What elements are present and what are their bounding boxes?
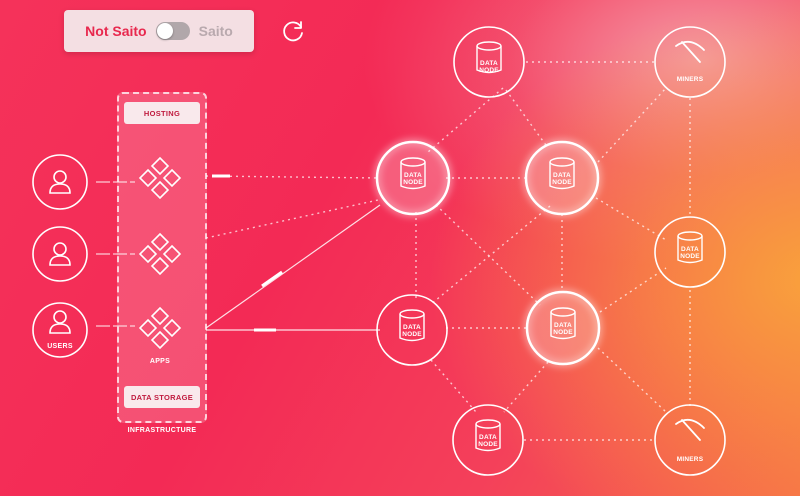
pickaxe-icon	[675, 418, 705, 441]
data-storage-pill: DATA STORAGE	[124, 386, 200, 408]
infrastructure-caption: INFRASTRUCTURE	[127, 427, 197, 434]
miner-node-bottom	[654, 404, 726, 476]
reload-icon[interactable]	[281, 18, 307, 44]
saito-option[interactable]: Saito	[198, 23, 233, 39]
app-links	[205, 174, 381, 332]
user-node-3	[32, 302, 88, 358]
data-node-left	[376, 294, 448, 366]
pickaxe-icon	[675, 40, 705, 63]
database-icon	[476, 41, 502, 74]
saito-toggle-card: Not Saito Saito	[64, 10, 254, 52]
users-label: USERS	[47, 343, 73, 350]
data-node-right	[654, 216, 726, 288]
user-node-1	[32, 154, 88, 210]
saito-toggle-switch[interactable]	[155, 22, 190, 40]
infrastructure-column: HOSTING DATA STORAGE	[117, 92, 207, 423]
database-icon	[677, 231, 703, 264]
network-links	[205, 61, 691, 441]
toggle-knob	[156, 23, 173, 39]
apps-label: APPS	[149, 358, 171, 365]
user-links	[96, 181, 135, 327]
not-saito-option[interactable]: Not Saito	[85, 23, 147, 39]
hosting-pill: HOSTING	[124, 102, 200, 124]
miner-node-top	[654, 26, 726, 98]
app-diamond-icon	[138, 156, 182, 200]
database-icon	[549, 157, 575, 190]
data-node-glow-3	[525, 290, 601, 366]
data-node-glow-2	[524, 140, 600, 216]
data-node-top	[453, 26, 525, 98]
miners-label: MINERS	[676, 456, 704, 463]
data-node-glow-1	[375, 140, 451, 216]
miners-label: MINERS	[676, 76, 704, 83]
user-icon	[49, 242, 71, 266]
user-icon	[49, 310, 71, 334]
app-diamond-icon	[138, 232, 182, 276]
database-icon	[400, 157, 426, 190]
database-icon	[550, 307, 576, 340]
data-node-bottom	[452, 404, 524, 476]
database-icon	[475, 419, 501, 452]
user-icon	[49, 170, 71, 194]
user-node-2	[32, 226, 88, 282]
app-diamond-icon	[138, 306, 182, 350]
database-icon	[399, 309, 425, 342]
